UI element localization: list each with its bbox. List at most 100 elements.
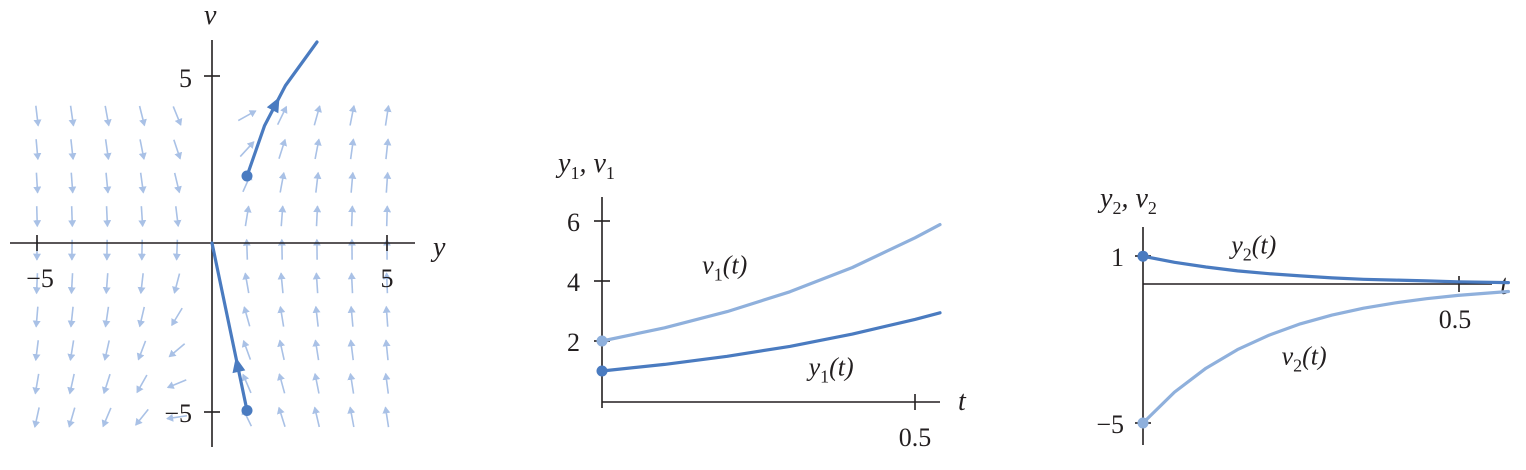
field-arrow <box>313 105 322 126</box>
solution-1-panel: 2 4 6 0.5 t y1, v1 v1(t)y1(t) <box>555 148 967 452</box>
sol2-y-tick-label-1: 1 <box>1111 243 1124 272</box>
field-arrow <box>242 306 251 327</box>
solution-2-curves: y2(t) v2(t) <box>1137 230 1510 429</box>
sol2-x-tick-label-05: 0.5 <box>1439 305 1472 334</box>
field-arrow <box>101 373 111 395</box>
solution-1-curves: v1(t)y1(t) <box>596 223 942 387</box>
field-arrow <box>101 407 112 428</box>
field-arrow <box>67 373 76 395</box>
sol2-curve-1 <box>1141 254 1510 285</box>
field-arrow <box>138 139 147 160</box>
sol1-curve-1 <box>600 223 942 343</box>
field-arrow <box>239 141 255 158</box>
field-arrow <box>173 206 182 228</box>
field-arrow <box>278 138 288 159</box>
field-arrow <box>173 172 182 194</box>
trajectories <box>210 40 319 416</box>
field-arrow <box>166 413 188 422</box>
field-arrow <box>348 138 357 160</box>
field-arrow <box>68 172 77 194</box>
field-arrow <box>103 139 112 161</box>
sol2-y-tick-label-neg5: −5 <box>1096 410 1124 439</box>
field-arrow <box>382 406 391 428</box>
field-arrow <box>68 105 77 127</box>
field-arrow <box>67 340 76 362</box>
sol2-curve-label-1: y2(t) <box>1228 230 1276 264</box>
sol1-y-tick-label-2: 2 <box>567 328 580 357</box>
field-arrow <box>313 205 322 227</box>
sol1-curve-1-start-point <box>596 335 608 347</box>
field-arrow <box>171 307 183 327</box>
field-arrow <box>276 406 286 427</box>
field-arrow <box>103 172 112 194</box>
field-arrow <box>382 272 391 294</box>
trajectory-1-arrowhead <box>266 97 280 114</box>
field-arrow <box>166 379 187 389</box>
phase-y-axis-label: v <box>204 0 217 31</box>
sol1-curve-label-1: v1(t) <box>702 251 747 285</box>
field-arrow <box>382 305 391 327</box>
field-arrow <box>347 272 356 294</box>
field-arrow <box>138 206 147 228</box>
field-arrow <box>313 171 322 193</box>
field-arrow <box>347 305 356 327</box>
sol2-y-axis-label: y2, v2 <box>1097 183 1157 218</box>
field-arrow <box>103 105 112 127</box>
trajectory-2-start-point <box>241 405 253 416</box>
trajectory-2-arrowhead <box>232 357 246 374</box>
field-arrow <box>382 372 391 394</box>
field-arrow <box>237 110 257 122</box>
field-arrow <box>32 407 41 428</box>
solution-2-panel: 1 −5 0.5 t y2, v2 y2(t) v2(t) <box>1096 183 1510 445</box>
field-arrow <box>383 138 392 160</box>
field-arrow <box>172 273 181 294</box>
sol1-x-tick-label-05: 0.5 <box>899 423 932 452</box>
field-arrow <box>172 106 183 126</box>
field-arrow <box>312 339 321 361</box>
sol2-curve-label-2: v2(t) <box>1282 342 1327 376</box>
field-arrow <box>278 205 287 227</box>
field-arrow <box>242 272 251 294</box>
trajectory-1 <box>245 40 319 178</box>
field-arrow <box>67 306 76 328</box>
field-arrow <box>348 104 357 126</box>
field-arrow <box>241 373 252 394</box>
field-arrow <box>383 104 392 126</box>
field-arrow <box>348 205 357 227</box>
field-arrow <box>348 171 357 193</box>
field-arrow <box>347 372 356 394</box>
phase-plane-panel: −5 5 5 −5 y v <box>10 0 446 447</box>
field-arrow <box>138 172 147 194</box>
field-arrow <box>67 273 76 295</box>
phase-x-axis-label: y <box>430 232 446 263</box>
sol2-curve-1-start-point <box>1137 250 1149 262</box>
sol2-x-axis-label: t <box>1500 270 1509 301</box>
field-arrow <box>136 374 148 394</box>
field-arrow <box>243 205 252 227</box>
phase-y-tick-label-neg5: −5 <box>164 399 192 428</box>
field-arrow <box>32 340 41 362</box>
field-arrow <box>312 372 321 394</box>
phase-y-tick-label-5: 5 <box>179 64 192 93</box>
phase-x-tick-label-neg5: −5 <box>26 264 54 293</box>
field-arrow <box>168 343 186 358</box>
field-arrow <box>347 406 356 428</box>
field-arrow <box>136 340 147 361</box>
field-arrow <box>313 138 322 160</box>
field-arrow <box>33 139 42 161</box>
field-arrow <box>32 306 41 328</box>
field-arrow <box>241 339 252 360</box>
field-arrow <box>312 305 321 327</box>
field-arrow <box>312 272 321 294</box>
vector-field <box>32 104 392 428</box>
sol1-y-tick-label-4: 4 <box>567 268 580 297</box>
field-arrow <box>103 206 112 228</box>
field-arrow <box>68 139 77 161</box>
trajectory-2 <box>210 241 249 413</box>
sol1-x-axis-label: t <box>958 386 967 417</box>
field-arrow <box>277 305 286 327</box>
phase-x-tick-label-5: 5 <box>381 264 394 293</box>
field-arrow <box>383 205 392 227</box>
trajectory-1-start-point <box>241 170 253 182</box>
field-arrow <box>278 171 287 193</box>
